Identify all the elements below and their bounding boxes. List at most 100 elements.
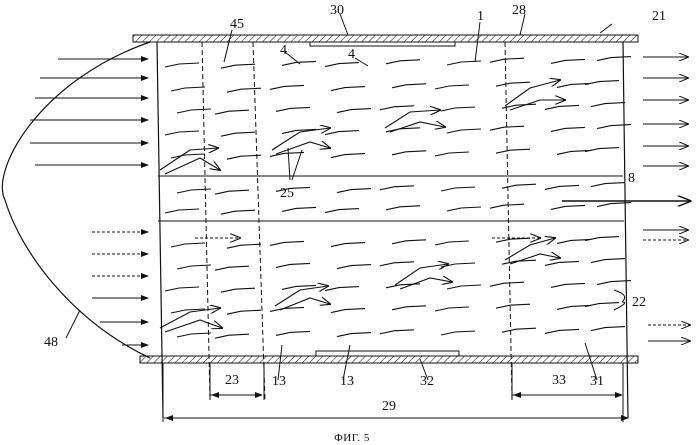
- vane-stroke: [435, 307, 469, 311]
- element-30: [310, 42, 455, 46]
- vane-stroke: [177, 189, 211, 193]
- vane-stroke: [585, 237, 619, 241]
- deflection-arrows: [160, 80, 565, 332]
- vane-stroke: [597, 57, 631, 61]
- vane-stroke: [490, 58, 524, 62]
- vane-stroke: [435, 85, 469, 89]
- label-13a: 13: [272, 374, 286, 389]
- vane-stroke: [227, 155, 261, 159]
- vane-stroke: [221, 64, 255, 68]
- plate-lines: [158, 176, 624, 221]
- vane-stroke: [447, 285, 481, 289]
- vane-stroke: [165, 63, 199, 67]
- vane-stroke: [392, 306, 426, 310]
- vane-stroke: [551, 205, 585, 209]
- vane-stroke: [337, 109, 371, 113]
- vane-stroke: [380, 330, 414, 334]
- vane-stroke: [435, 152, 469, 156]
- vane-stroke: [597, 125, 631, 129]
- vane-stroke: [215, 110, 249, 114]
- vane-stroke: [545, 329, 579, 333]
- vane-stroke: [490, 126, 524, 130]
- vane-stroke: [591, 327, 625, 331]
- vane-stroke: [270, 85, 304, 89]
- figure-caption: ФИГ. 5: [334, 432, 370, 444]
- label-4b: 4: [348, 47, 355, 62]
- vane-stroke: [447, 61, 481, 65]
- vane-stroke: [591, 103, 625, 107]
- vane-stroke: [490, 282, 524, 286]
- vane-stroke: [441, 107, 475, 111]
- vane-stroke: [331, 243, 365, 247]
- vane-stroke: [331, 309, 365, 313]
- vane-stroke: [325, 63, 359, 67]
- vane-stroke: [171, 154, 205, 158]
- vane-stroke: [496, 82, 530, 86]
- vane-stroke: [227, 244, 261, 248]
- vane-stroke: [380, 106, 414, 110]
- vane-stroke: [221, 132, 255, 136]
- vane-stroke: [177, 109, 211, 113]
- vane-stroke: [545, 261, 579, 265]
- reference-labels: 21 30 28 45 1 4 4 25 8 22 48 13 13 32 31…: [44, 3, 666, 444]
- vane-stroke: [496, 304, 530, 308]
- vane-stroke: [551, 59, 585, 63]
- vane-pattern: [165, 57, 631, 339]
- vane-stroke: [386, 284, 420, 288]
- vane-stroke: [585, 303, 619, 307]
- vane-stroke: [551, 127, 585, 131]
- inlet-arrows: [30, 59, 148, 345]
- vane-stroke: [386, 60, 420, 64]
- vane-stroke: [502, 184, 536, 188]
- label-48: 48: [44, 335, 58, 350]
- vane-stroke: [165, 209, 199, 213]
- vane-stroke: [331, 87, 365, 91]
- vane-stroke: [392, 151, 426, 155]
- vane-stroke: [215, 190, 249, 194]
- vane-stroke: [227, 88, 261, 92]
- label-22: 22: [632, 295, 646, 310]
- label-23: 23: [225, 373, 239, 388]
- vane-stroke: [337, 189, 371, 193]
- vane-stroke: [591, 183, 625, 187]
- vane-stroke: [165, 131, 199, 135]
- vane-stroke: [441, 263, 475, 267]
- vane-stroke: [331, 154, 365, 158]
- vane-stroke: [392, 240, 426, 244]
- vane-stroke: [337, 333, 371, 337]
- vane-stroke: [441, 187, 475, 191]
- label-45: 45: [230, 17, 244, 32]
- vane-stroke: [447, 129, 481, 133]
- vane-stroke: [177, 333, 211, 337]
- vane-stroke: [177, 265, 211, 269]
- vane-stroke: [171, 87, 205, 91]
- label-1: 1: [477, 9, 484, 24]
- vane-stroke: [215, 334, 249, 338]
- vane-stroke: [270, 307, 304, 311]
- element-32: [316, 351, 459, 356]
- vane-stroke: [585, 148, 619, 152]
- label-30: 30: [330, 3, 344, 18]
- vane-stroke: [502, 328, 536, 332]
- flow-profile-48: [2, 42, 150, 358]
- vane-stroke: [221, 288, 255, 292]
- vane-stroke: [337, 265, 371, 269]
- bottom-wall: [140, 356, 638, 363]
- vane-stroke: [325, 287, 359, 291]
- vane-stroke: [270, 241, 304, 245]
- label-28: 28: [512, 3, 526, 18]
- vane-stroke: [496, 149, 530, 153]
- label-25: 25: [280, 186, 294, 201]
- vane-stroke: [597, 203, 631, 207]
- leader-lines: [66, 14, 625, 380]
- vane-stroke: [215, 266, 249, 270]
- vane-stroke: [227, 310, 261, 314]
- top-wall: [133, 35, 638, 42]
- vane-stroke: [165, 287, 199, 291]
- vane-stroke: [551, 283, 585, 287]
- vane-stroke: [490, 204, 524, 208]
- vane-stroke: [282, 207, 316, 211]
- vane-stroke: [386, 206, 420, 210]
- label-8: 8: [628, 171, 635, 186]
